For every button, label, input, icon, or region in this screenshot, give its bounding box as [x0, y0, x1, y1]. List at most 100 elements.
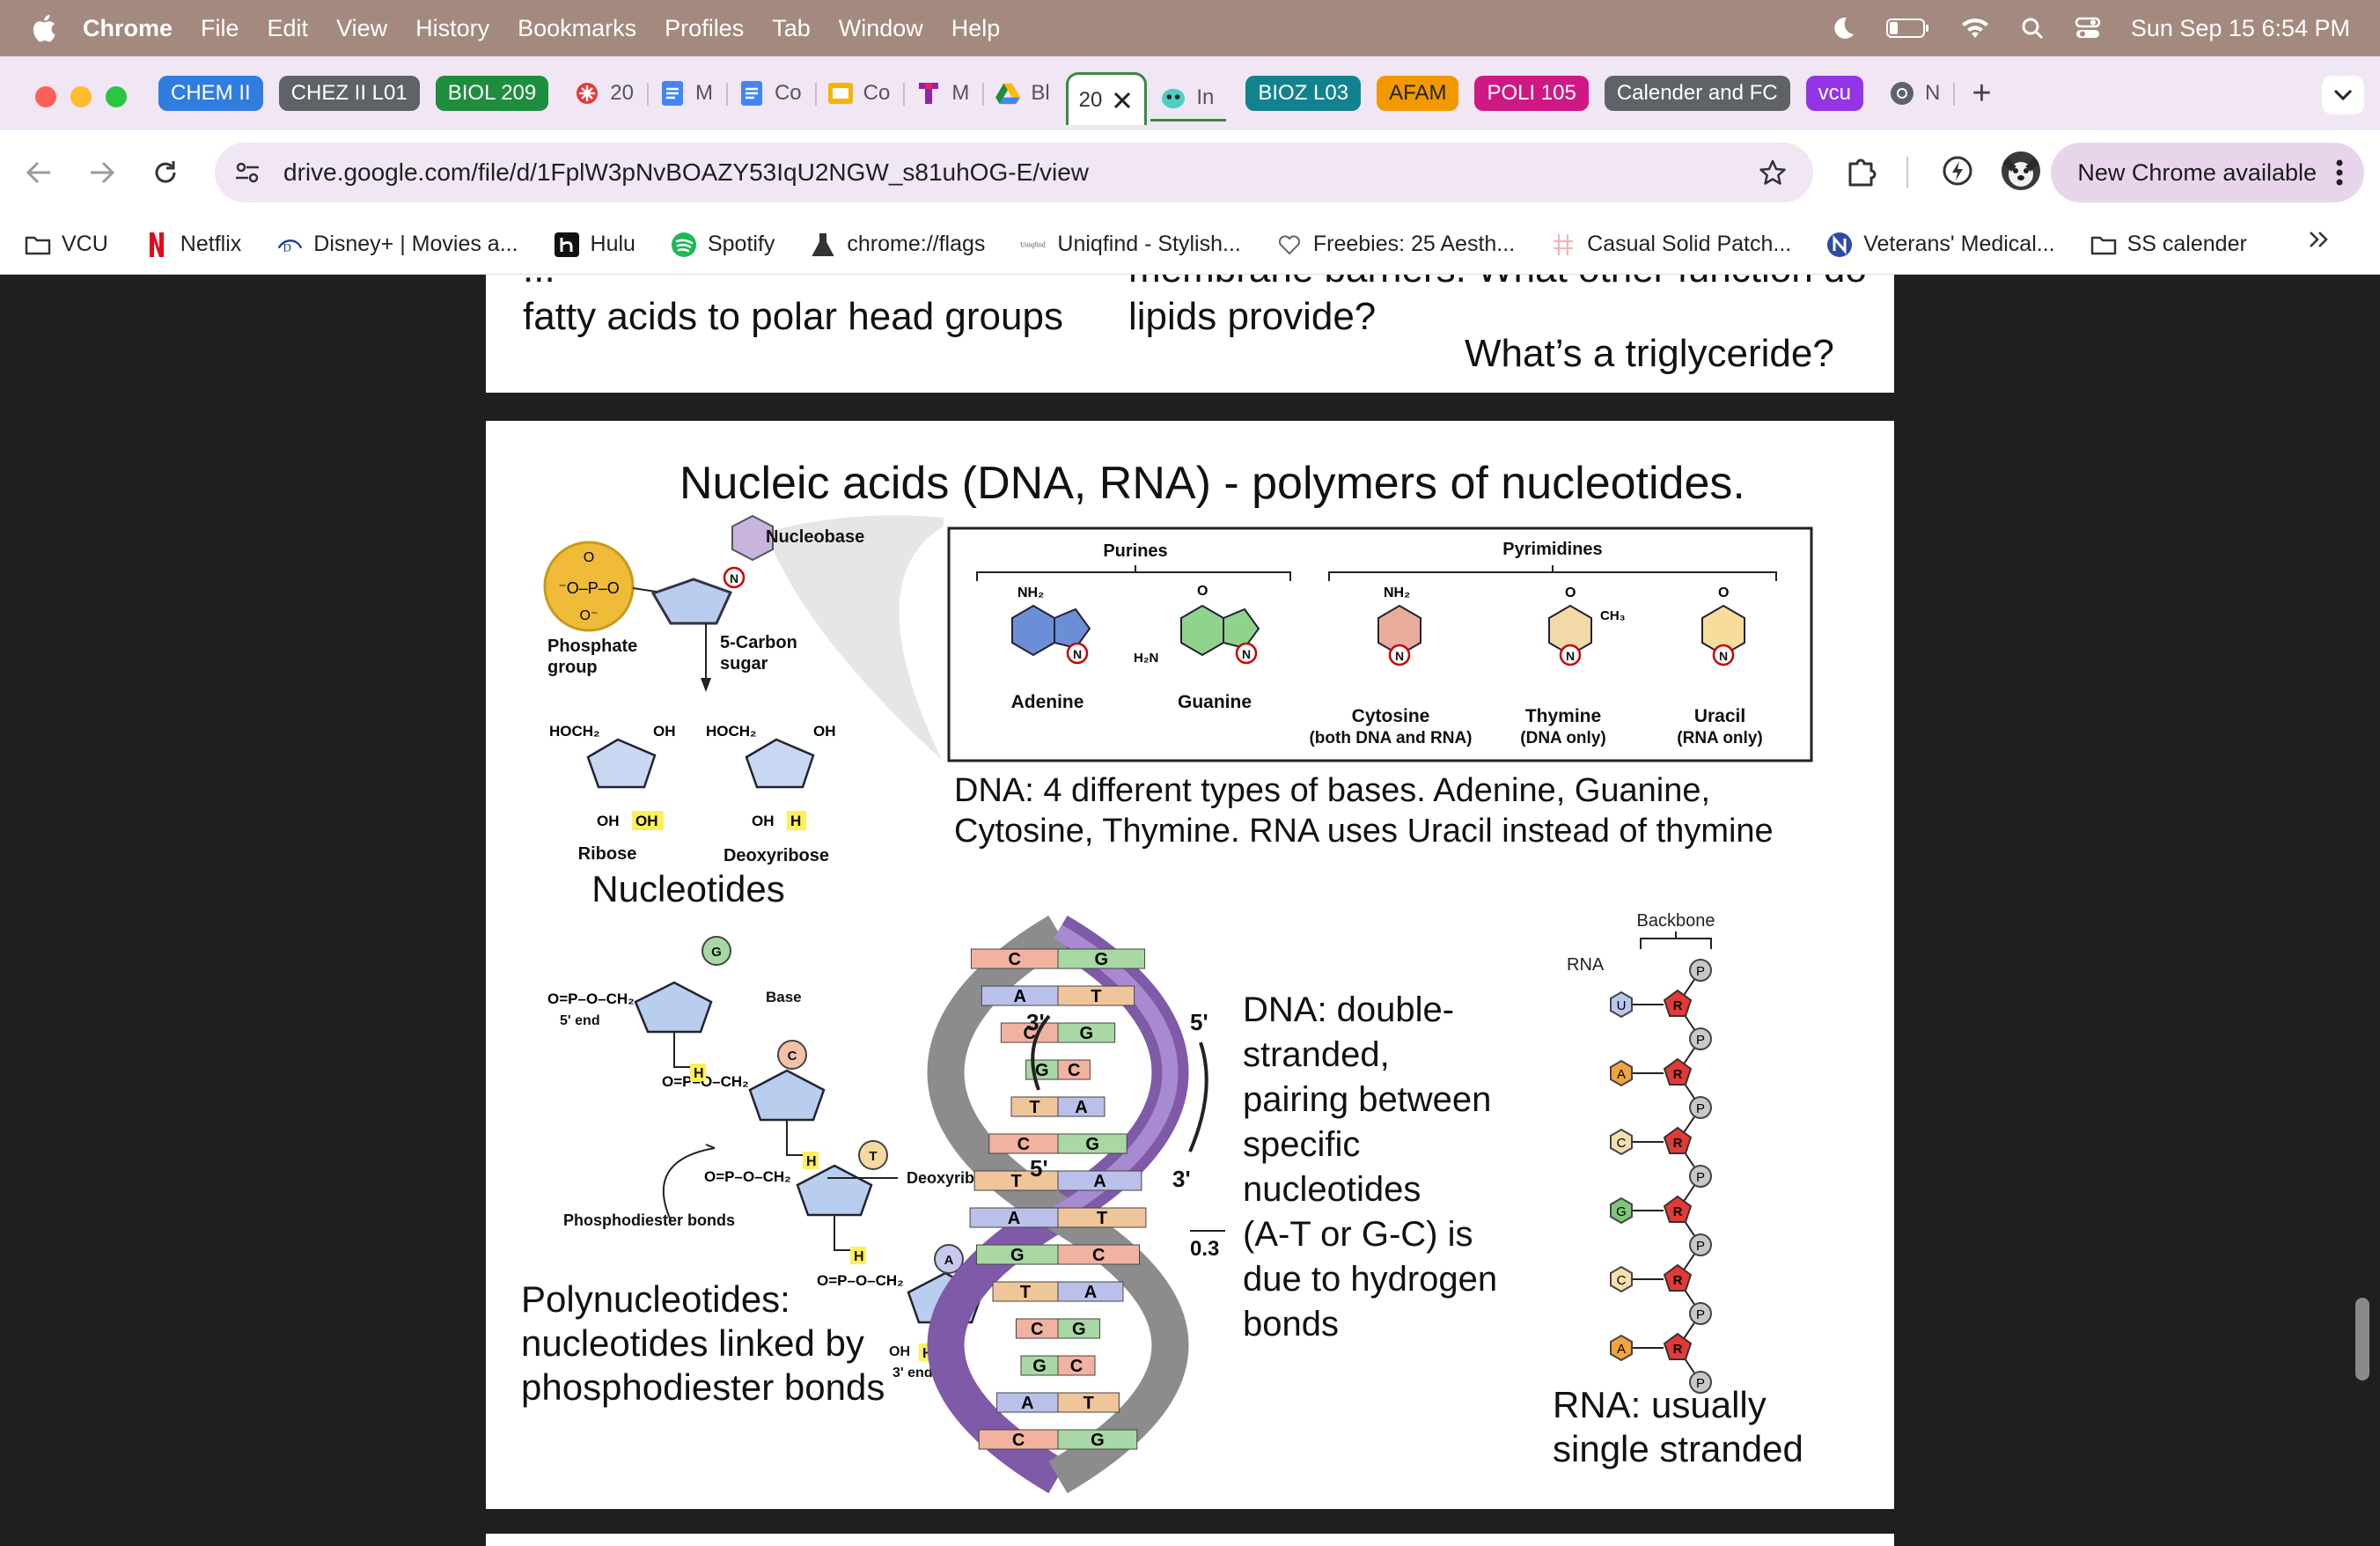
bookmark-freebies[interactable]: Freebies: 25 Aesth... — [1276, 232, 1515, 258]
menu-view[interactable]: View — [336, 14, 388, 41]
spotlight-search-icon[interactable] — [2020, 16, 2045, 40]
browser-tab[interactable]: M — [650, 74, 728, 113]
tab-group-afam[interactable]: AFAM — [1377, 76, 1459, 111]
bookmark-disney[interactable]: D Disney+ | Movies a... — [276, 232, 518, 258]
minimize-window-button[interactable] — [70, 86, 92, 107]
menu-profiles[interactable]: Profiles — [665, 14, 745, 41]
browser-tab[interactable]: Co — [818, 74, 906, 113]
browser-tab[interactable]: N — [1879, 74, 1956, 113]
forward-button[interactable] — [83, 153, 121, 192]
bookmark-star-icon[interactable] — [1759, 158, 1787, 187]
new-tab-button[interactable]: + — [1972, 74, 1992, 112]
bookmark-ss-calender[interactable]: SS calender — [2090, 232, 2247, 258]
menu-tab[interactable]: Tab — [772, 14, 811, 41]
moon-icon[interactable] — [1830, 15, 1856, 41]
svg-text:NH₂: NH₂ — [1384, 585, 1410, 600]
control-center-icon[interactable] — [2075, 16, 2101, 40]
bookmark-spotify[interactable]: Spotify — [671, 232, 775, 258]
uniqfind-icon: Uniqfind — [1020, 232, 1047, 258]
rna-phosphate-letter: P — [1696, 964, 1705, 979]
tab-group-chem-ii[interactable]: CHEM II — [158, 76, 263, 111]
base-adenine-name: Adenine — [1011, 692, 1084, 712]
svg-text:O=P–O–CH₂: O=P–O–CH₂ — [817, 1272, 904, 1289]
base-guanine-name: Guanine — [1178, 692, 1252, 712]
back-button[interactable] — [19, 153, 58, 192]
browser-tab[interactable]: M — [906, 74, 985, 113]
cytosine-structure: N NH₂ Cytosine (both DNA and RNA) — [1309, 585, 1472, 747]
svg-text:N: N — [1242, 647, 1251, 661]
url-text[interactable]: drive.google.com/file/d/1FplW3pNvBOAZY53… — [283, 158, 1090, 186]
menu-file[interactable]: File — [201, 14, 239, 41]
menu-clock[interactable]: Sun Sep 15 6:54 PM — [2130, 14, 2350, 41]
apple-logo-icon[interactable] — [30, 13, 56, 43]
helix-base-letter: C — [1070, 1357, 1083, 1376]
t-logo-icon — [916, 81, 941, 106]
tab-group-poli-105[interactable]: POLI 105 — [1474, 76, 1589, 111]
browser-tab[interactable]: Bl — [985, 74, 1061, 113]
svg-text:OH: OH — [597, 813, 620, 829]
flask-icon — [810, 232, 836, 258]
browser-tab[interactable]: In — [1150, 76, 1227, 121]
tab-group-chez-ii-l01[interactable]: CHEZ II L01 — [278, 76, 420, 111]
menu-history[interactable]: History — [415, 14, 490, 41]
browser-tab[interactable]: 20 — [564, 74, 649, 113]
drive-pdf-viewer[interactable]: ... fatty acids to polar head groups mem… — [0, 275, 2380, 1546]
svg-text:N: N — [730, 571, 738, 585]
base-uracil-note: (RNA only) — [1677, 729, 1762, 747]
rna-backbone-label: Backbone — [1637, 911, 1715, 931]
menu-bookmarks[interactable]: Bookmarks — [518, 14, 637, 41]
close-window-button[interactable] — [35, 86, 56, 107]
site-settings-icon[interactable] — [225, 151, 269, 195]
dna-text-line: nucleotides — [1243, 1170, 1421, 1209]
tab-group-calender-and-fc[interactable]: Calender and FC — [1604, 76, 1790, 111]
extensions-icon[interactable] — [1845, 155, 1878, 188]
tab-group-biol-209[interactable]: BIOL 209 — [435, 76, 549, 111]
menu-app-name[interactable]: Chrome — [83, 14, 173, 41]
tab-group-bioz-l03[interactable]: BIOZ L03 — [1245, 76, 1362, 111]
svg-text:HOCH₂: HOCH₂ — [706, 723, 757, 740]
poly-text-3: phosphodiester bonds — [521, 1366, 885, 1408]
performance-icon[interactable] — [1942, 155, 1973, 187]
bookmark-casual-solid-patch[interactable]: Casual Solid Patch... — [1550, 232, 1791, 258]
svg-text:N: N — [1395, 649, 1404, 663]
bookmark-vcu[interactable]: VCU — [25, 232, 108, 258]
browser-tab[interactable]: Co — [729, 74, 817, 113]
bookmark-chrome-flags[interactable]: chrome://flags — [810, 232, 985, 258]
bookmark-label: Casual Solid Patch... — [1587, 232, 1792, 256]
browser-toolbar: drive.google.com/file/d/1FplW3pNvBOAZY53… — [0, 130, 2380, 215]
helix-base-letter: C — [1017, 1135, 1030, 1154]
heart-icon — [1276, 232, 1303, 258]
menu-edit[interactable]: Edit — [267, 14, 309, 41]
arrow-left-icon — [26, 161, 50, 184]
active-browser-tab[interactable]: 20 — [1065, 72, 1148, 125]
profile-avatar[interactable] — [2002, 151, 2040, 190]
zoom-window-button[interactable] — [106, 86, 127, 107]
rna-label: RNA — [1567, 955, 1605, 975]
bookmark-uniqfind[interactable]: Uniqfind Uniqfind - Stylish... — [1020, 232, 1240, 258]
address-bar[interactable]: drive.google.com/file/d/1FplW3pNvBOAZY53… — [215, 143, 1813, 202]
tab-group-vcu[interactable]: vcu — [1805, 76, 1863, 111]
nucleotide-structure: O ⁻O–P–O O⁻ N Nucleobase Phosphate group… — [543, 514, 944, 909]
more-bookmarks-icon[interactable] — [2308, 229, 2331, 250]
tab-search-button[interactable] — [2322, 76, 2364, 114]
helix-base-letter: C — [1031, 1320, 1043, 1339]
wifi-icon[interactable] — [1960, 17, 1990, 40]
bookmark-hulu[interactable]: Hulu — [554, 232, 635, 258]
pattern-icon — [1550, 232, 1576, 258]
bookmark-netflix[interactable]: Netflix — [143, 232, 241, 258]
bookmark-label: Netflix — [180, 232, 242, 256]
menu-window[interactable]: Window — [838, 14, 923, 41]
close-tab-icon[interactable] — [1113, 91, 1132, 110]
dna-text-line: due to hydrogen — [1243, 1260, 1497, 1299]
reload-button[interactable] — [146, 153, 185, 192]
new-chrome-available-button[interactable]: New Chrome available — [2051, 143, 2364, 202]
dna-text-line: stranded, — [1243, 1035, 1390, 1074]
bookmark-veterans-medical[interactable]: Veterans' Medical... — [1826, 232, 2055, 258]
battery-icon[interactable] — [1885, 18, 1930, 39]
scrollbar-thumb[interactable] — [2355, 1298, 2369, 1380]
menu-help[interactable]: Help — [951, 14, 1001, 41]
